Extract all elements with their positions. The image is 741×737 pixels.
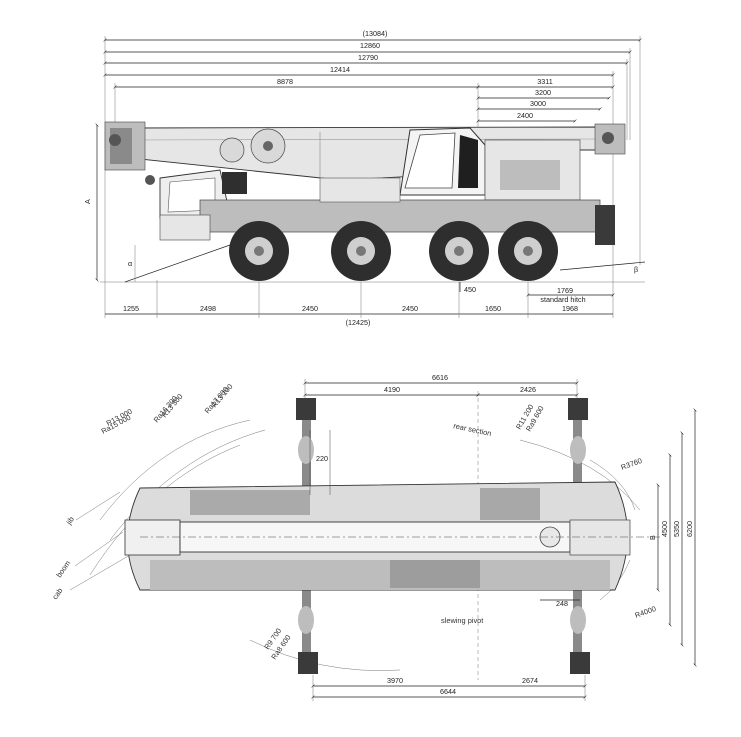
jib-label: jib (64, 515, 76, 527)
cab-label: cab (50, 586, 64, 601)
dim-12414: 12414 (330, 65, 350, 74)
dim-1650: 1650 (485, 304, 501, 313)
dim-6644: 6644 (440, 687, 456, 696)
dim-13084: (13084) (363, 29, 388, 38)
boom-label: boom (54, 559, 72, 579)
dim-6200: 6200 (685, 521, 694, 537)
dim-1968: 1968 (562, 304, 578, 313)
dim-2498: 2498 (200, 304, 216, 313)
dim-1255: 1255 (123, 304, 139, 313)
side-wheels (229, 221, 558, 281)
rear-section-label: rear section (453, 421, 493, 438)
dim-12860: 12860 (360, 41, 380, 50)
outriggers (296, 398, 590, 674)
dim-2674: 2674 (522, 676, 538, 685)
dim-8878: 8878 (277, 77, 293, 86)
side-top-dimensions: (13084) 12860 12790 12414 8878 3311 3200… (103, 29, 642, 318)
side-bottom-dimensions: 450 1769 standard hitch 1255 2498 2450 2… (105, 280, 615, 327)
carrier-top-view: 220 248 (124, 430, 660, 608)
dim-4190: 4190 (384, 385, 400, 394)
angle-alpha: α (128, 259, 132, 268)
top-view-bottom-dimensions: 3970 2674 6644 (311, 675, 587, 701)
ground-and-angles: α β (100, 244, 646, 283)
radius-r3760: R3760 (620, 456, 644, 472)
dim-3000: 3000 (530, 99, 546, 108)
dim-2426: 2426 (520, 385, 536, 394)
dim-b: B (648, 535, 657, 540)
radius-r4000: R4000 (634, 604, 658, 620)
dim-220: 220 (316, 454, 328, 463)
dim-12425: (12425) (346, 318, 371, 327)
dim-248: 248 (556, 599, 568, 608)
dim-2450-b: 2450 (402, 304, 418, 313)
top-view-top-dimensions: 6616 4190 2426 (303, 373, 579, 680)
slewing-pivot-label: slewing pivot (441, 616, 483, 625)
dim-3200: 3200 (535, 88, 551, 97)
dim-450: 450 (464, 285, 476, 294)
angle-beta: β (634, 265, 638, 274)
height-dimension: A (83, 123, 99, 282)
height-label-a: A (83, 199, 92, 204)
dim-6616: 6616 (432, 373, 448, 382)
side-view: (13084) 12860 12790 12414 8878 3311 3200… (83, 29, 646, 327)
dim-1769: 1769 (557, 286, 573, 295)
top-view: 6616 4190 2426 3970 2674 6644 6200 5350 … (50, 373, 697, 701)
dim-2450-a: 2450 (302, 304, 318, 313)
dim-3970: 3970 (387, 676, 403, 685)
dim-12790: 12790 (358, 53, 378, 62)
radius-ra17000: Ra17 000 (203, 385, 231, 415)
dim-2400: 2400 (517, 111, 533, 120)
top-view-right-dimensions: 6200 5350 4500 B (648, 408, 697, 667)
dim-4500: 4500 (660, 521, 669, 537)
standard-hitch-label: standard hitch (540, 295, 585, 304)
crane-cab (399, 127, 581, 201)
dim-5350: 5350 (672, 521, 681, 537)
dim-3311: 3311 (537, 77, 552, 86)
